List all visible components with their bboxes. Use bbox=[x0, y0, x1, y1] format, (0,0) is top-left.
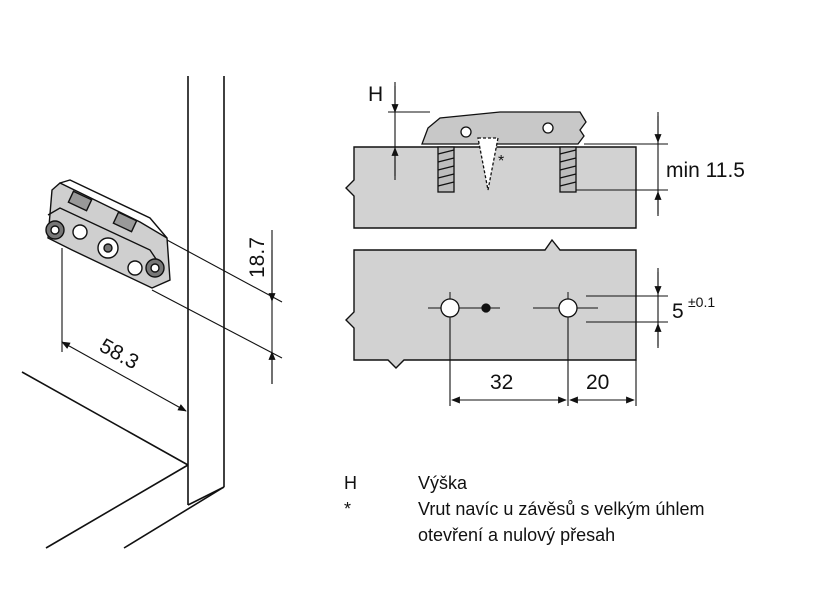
dimension-lines-left bbox=[61, 230, 283, 412]
legend-key: * bbox=[344, 499, 352, 519]
legend-row: otevření a nulový přesah bbox=[344, 522, 778, 548]
mounting-plate-side bbox=[421, 111, 587, 193]
dim-setback-value: 5 bbox=[672, 300, 684, 323]
legend-text: Vrut navíc u závěsů s velkým úhlem bbox=[418, 499, 705, 519]
legend-key: H bbox=[344, 473, 357, 493]
mounting-plate-perspective bbox=[45, 179, 171, 289]
dimension-min-thickness bbox=[576, 112, 668, 216]
legend-row: H Výška bbox=[344, 470, 778, 496]
dim-min-thickness: min 11.5 bbox=[666, 159, 745, 182]
dim-edge-distance: 20 bbox=[586, 371, 609, 394]
dimension-setback bbox=[586, 268, 668, 348]
dimension-spacing bbox=[449, 318, 637, 406]
dimension-height bbox=[388, 82, 430, 180]
legend-text: otevření a nulový přesah bbox=[418, 525, 616, 545]
dim-hole-spacing: 32 bbox=[490, 371, 513, 394]
legend: H Výška * Vrut navíc u závěsů s velkým ú… bbox=[344, 470, 778, 548]
legend-text: Výška bbox=[418, 473, 468, 493]
legend-row: * Vrut navíc u závěsů s velkým úhlem bbox=[344, 496, 778, 522]
dim-vertical-span: 18.7 bbox=[246, 237, 269, 278]
extra-screw-marker: * bbox=[498, 153, 504, 170]
dim-setback-tolerance: ±0.1 bbox=[688, 294, 715, 310]
panel-face-bottom bbox=[345, 238, 637, 369]
dim-edge-depth: 58.3 bbox=[96, 334, 143, 374]
cabinet-side-panel bbox=[21, 76, 225, 549]
dim-height-label: H bbox=[368, 83, 383, 106]
legend-key bbox=[344, 522, 418, 548]
